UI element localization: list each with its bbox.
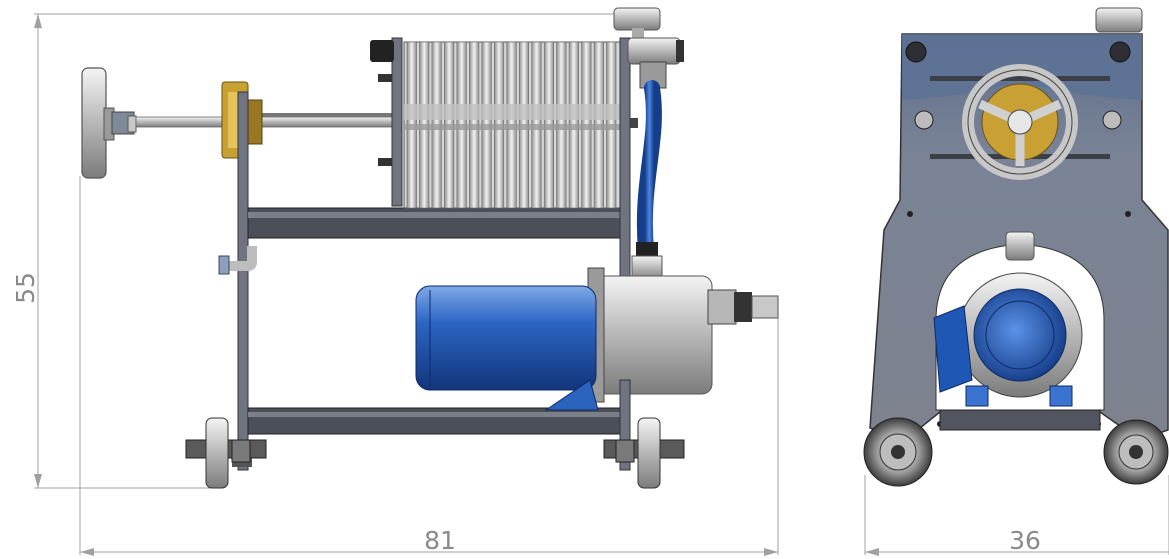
front-crossbar bbox=[939, 409, 1101, 431]
filter-plates bbox=[370, 37, 631, 471]
pump-head bbox=[587, 255, 779, 403]
dimension-arrows bbox=[34, 14, 879, 556]
side-view bbox=[81, 7, 779, 489]
frame-crossbars bbox=[247, 207, 631, 435]
side-width-dimension-label: 81 bbox=[424, 526, 456, 555]
height-dimension-label: 55 bbox=[11, 272, 40, 304]
side-wheel-right bbox=[603, 417, 685, 489]
frame-right-lower bbox=[619, 379, 631, 471]
front-wheel-left bbox=[863, 417, 933, 487]
pump-motor bbox=[415, 285, 599, 411]
front-top-fitting bbox=[1095, 7, 1143, 33]
front-motor bbox=[933, 231, 1083, 407]
handwheel-side bbox=[81, 67, 137, 179]
front-bolt-r bbox=[1102, 110, 1122, 130]
top-outlet bbox=[613, 7, 684, 128]
handwheel-front bbox=[962, 64, 1078, 180]
front-wheel-right bbox=[1103, 419, 1169, 485]
dimension-lines bbox=[34, 13, 1169, 555]
side-wheel-left bbox=[185, 417, 267, 489]
front-view bbox=[863, 7, 1169, 487]
front-hole-tl bbox=[905, 41, 927, 63]
front-width-dimension-label: 36 bbox=[1009, 526, 1041, 555]
blue-hose bbox=[636, 80, 662, 258]
front-hole-tr bbox=[1109, 41, 1131, 63]
outlet-pipe bbox=[218, 246, 257, 275]
front-bolt-l bbox=[914, 110, 934, 130]
spindle-rods bbox=[135, 113, 399, 128]
